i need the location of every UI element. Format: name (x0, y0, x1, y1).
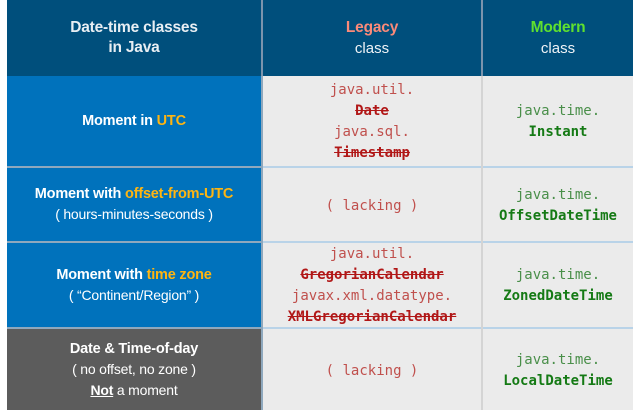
code-entry: GregorianCalendar (288, 264, 457, 285)
legacy-cell-row4: ( lacking ) (262, 327, 483, 410)
code-block: java.util. GregorianCalendar javax.xml.d… (288, 243, 457, 327)
package-name: java.sql. (334, 124, 410, 140)
row-label-prefix: Moment with (34, 186, 126, 202)
code-entry: java.sql. (330, 121, 414, 142)
row-label-not-emphasis: Not (90, 381, 114, 398)
code-entry: OffsetDateTime (499, 205, 617, 226)
header-legacy-sub: class (354, 39, 390, 57)
header-cell-modern: Modern class (482, 0, 633, 76)
header-legacy-accent: Legacy (345, 18, 399, 36)
code-block: java.time. Instant (516, 100, 600, 142)
code-entry: Instant (516, 121, 600, 142)
code-entry: ZonedDateTime (503, 285, 613, 306)
code-entry: java.time. (516, 100, 600, 121)
row-label-moment-timezone: Moment with time zone ( “Continent/Regio… (7, 241, 263, 328)
class-name: OffsetDateTime (498, 207, 617, 224)
modern-cell-row1: java.time. Instant (482, 76, 633, 167)
class-name: LocalDateTime (503, 372, 613, 389)
code-block: java.time. ZonedDateTime (503, 264, 613, 306)
row-label-sub2: Not a moment (15, 380, 253, 401)
modern-cell-row3: java.time. ZonedDateTime (482, 241, 633, 328)
row-label-sub: ( hours-minutes-seconds ) (55, 206, 213, 222)
row-label-prefix: Moment with (56, 266, 147, 283)
row-label-sub: ( no offset, no zone ) (72, 360, 196, 377)
code-block: java.time. LocalDateTime (503, 349, 613, 391)
row-label-moment-offset: Moment with offset-from-UTC ( hours-minu… (7, 166, 263, 242)
code-entry: javax.xml.datatype. (288, 285, 457, 306)
lacking-label: ( lacking ) (325, 363, 419, 379)
package-name: java.util. (329, 246, 415, 262)
row-label-moment-utc: Moment in UTC (7, 76, 263, 167)
modern-cell-row4: java.time. LocalDateTime (482, 327, 633, 410)
package-name: java.time. (515, 351, 601, 368)
package-name: java.util. (329, 82, 415, 98)
code-entry: java.time. (503, 264, 613, 285)
row-label-accent: time zone (146, 266, 212, 283)
table-header-row: Date-time classes in Java Legacy class M… (7, 0, 633, 76)
lacking-label: ( lacking ) (325, 198, 419, 214)
header-modern-sub: class (540, 39, 576, 57)
code-block: java.util. Date java.sql. Timestamp (330, 79, 414, 163)
class-name: GregorianCalendar (300, 267, 444, 283)
modern-cell-row2: java.time. OffsetDateTime (482, 166, 633, 242)
class-name: Date (355, 103, 389, 119)
row-label-main: Moment with offset-from-UTC (15, 184, 253, 204)
code-entry: Timestamp (330, 142, 414, 163)
legacy-cell-row2: ( lacking ) (262, 166, 483, 242)
row-label-accent: offset-from-UTC (125, 186, 234, 202)
row-label-main: Date & Time-of-day (69, 340, 199, 357)
header-cell-legacy: Legacy class (262, 0, 483, 76)
row-label-sub: ( “Continent/Region” ) (68, 286, 200, 303)
legacy-cell-row1: java.util. Date java.sql. Timestamp (262, 76, 483, 167)
date-time-classes-table: Date-time classes in Java Legacy class M… (7, 0, 633, 410)
code-entry: Date (330, 100, 414, 121)
table-row: Moment with time zone ( “Continent/Regio… (7, 241, 633, 328)
code-entry: XMLGregorianCalendar (288, 306, 457, 327)
class-name: XMLGregorianCalendar (287, 309, 457, 325)
package-name: java.time. (515, 267, 601, 283)
table-body: Date-time classes in Java Legacy class M… (7, 0, 633, 410)
class-name: ZonedDateTime (503, 288, 613, 304)
table-row: Date & Time-of-day ( no offset, no zone … (7, 327, 633, 410)
code-entry: java.time. (503, 349, 613, 370)
code-entry: java.util. (330, 79, 414, 100)
code-entry: java.util. (288, 243, 457, 264)
package-name: java.time. (515, 103, 601, 119)
code-entry: LocalDateTime (503, 370, 613, 391)
row-label-accent: UTC (156, 113, 186, 129)
header-modern-accent: Modern (530, 18, 586, 36)
code-block: java.time. OffsetDateTime (499, 184, 617, 226)
package-name: java.time. (515, 186, 601, 203)
row-label-main: Moment with time zone (15, 265, 253, 285)
header-label-line1: Date-time classes (70, 19, 198, 36)
row-label-date-time-of-day: Date & Time-of-day ( no offset, no zone … (7, 327, 263, 410)
table-row: Moment in UTC java.util. Date java.sql. … (7, 76, 633, 167)
code-entry: java.time. (499, 184, 617, 205)
row-label-sub2-rest: a moment (113, 381, 178, 398)
class-name: Timestamp (334, 145, 410, 161)
header-cell-label: Date-time classes in Java (7, 0, 263, 76)
class-name: Instant (528, 124, 588, 140)
row-label-main: Moment in UTC (15, 111, 253, 131)
package-name: javax.xml.datatype. (291, 288, 453, 304)
row-label-prefix: Moment in (82, 113, 157, 129)
legacy-cell-row3: java.util. GregorianCalendar javax.xml.d… (262, 241, 483, 328)
table-row: Moment with offset-from-UTC ( hours-minu… (7, 166, 633, 242)
header-label-line2: in Java (108, 39, 160, 56)
